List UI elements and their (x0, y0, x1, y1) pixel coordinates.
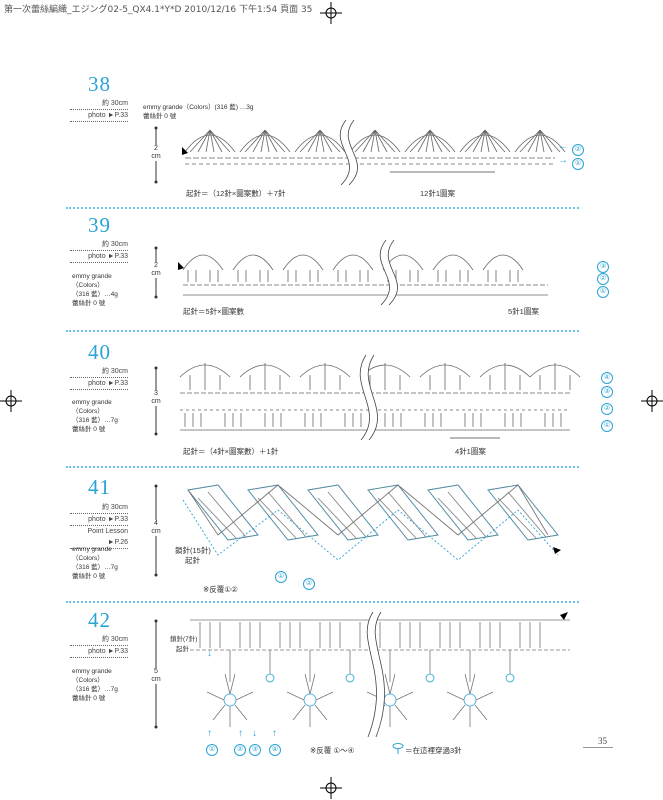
row-2-42: ② (234, 744, 246, 756)
arrow-down-icon: ↓ (207, 648, 212, 659)
divider (66, 601, 579, 603)
crochet-chart-40 (179, 355, 581, 440)
page-number-rule (583, 747, 613, 748)
crochet-chart-38 (182, 120, 566, 185)
repeat-40: 4針1圖案 (455, 447, 486, 456)
row-3-40: ③ (601, 386, 613, 398)
foundation-41: 鎖針(15針) (175, 546, 211, 555)
height-label-38: 2 cm (150, 145, 162, 161)
foundation-42: 鎖針(7針) (170, 636, 198, 643)
page-number: 35 (598, 736, 607, 746)
pattern-41-materials: emmy grande （Colors） （316 藍）…7g 蕾絲針 0 號 (72, 546, 118, 580)
crochet-chart-42 (190, 612, 570, 737)
divider (66, 330, 579, 332)
pattern-41-meta: 約 30cm photo ►P.33 Point Lesson ►P.26 (70, 502, 128, 549)
arrow-up-icon: ↑ (272, 728, 277, 739)
pattern-number-39: 39 (88, 213, 111, 237)
arrow-left-icon: ← (558, 141, 568, 152)
pattern-39-meta: 約 30cm photo ►P.33 (70, 239, 128, 263)
repeat-38: 12針1圖案 (420, 189, 456, 198)
photo-ref: photo ►P.33 (70, 110, 128, 122)
crochet-chart-39 (178, 240, 548, 305)
pattern-42-meta: 約 30cm photo ►P.33 (70, 634, 128, 658)
divider (66, 466, 579, 468)
height-label-41: 4 cm (150, 520, 162, 536)
row-2-41: ② (303, 578, 315, 590)
pattern-42-materials: emmy grande （Colors） （316 藍）…7g 蕾絲針 0 號 (72, 668, 118, 702)
registration-mark-top (320, 2, 342, 24)
pattern-38-materials: emmy grande（Colors）(316 藍) …3g 蕾絲針 0 號 (143, 104, 254, 120)
row-2-39: ② (597, 273, 609, 285)
height-label-42: 5 cm (150, 668, 162, 684)
foundation2-41: 起針 (185, 556, 200, 565)
pattern-38-meta: 約 30cm photo ►P.33 (70, 98, 128, 122)
pattern-number-41: 41 (88, 475, 111, 499)
pattern-number-38: 38 (88, 72, 111, 96)
row-1-39: ① (597, 286, 609, 298)
legend-42: ＝在這裡穿過3針 (405, 746, 462, 755)
arrow-right-icon: → (558, 155, 568, 166)
pattern-number-40: 40 (88, 340, 111, 364)
pattern-number-42: 42 (88, 608, 111, 632)
row-2-38: ② (572, 144, 584, 156)
height-label-39: 2 cm (150, 262, 162, 278)
note-42: ※反覆 ①～④ (310, 746, 355, 755)
height-label-40: 3 cm (150, 390, 162, 406)
print-slug: 第一次蕾絲編織_エジング02-5_QX4.1*Y*D 2010/12/16 下午… (4, 5, 313, 15)
pattern-40-meta: 約 30cm photo ►P.33 (70, 366, 128, 390)
row-1-40: ① (601, 420, 613, 432)
row-1-41: ① (275, 571, 287, 583)
note-41: ※反覆①② (203, 585, 238, 594)
pattern-40-materials: emmy grande （Colors） （316 藍）…7g 蕾絲針 0 號 (72, 399, 118, 433)
arrow-up-icon: ↑ (238, 728, 243, 739)
arrow-down-icon: ↓ (252, 728, 257, 739)
foundation-40: 起針＝（4針×圖案數）＋1針 (183, 447, 279, 456)
crochet-chart-41 (182, 484, 561, 561)
foundation-39: 起針＝5針×圖案數 (183, 307, 245, 316)
pattern-39-materials: emmy grande （Colors） （316 藍）…4g 蕾絲針 0 號 (72, 273, 118, 307)
row-1-38: ① (572, 158, 584, 170)
divider (66, 207, 579, 209)
row-1-42: ① (206, 744, 218, 756)
row-4-42: ④ (269, 744, 281, 756)
arrow-up-icon: ↑ (207, 728, 212, 739)
row-3-39: ③ (597, 261, 609, 273)
registration-mark-right (641, 390, 663, 412)
row-2-40: ② (601, 403, 613, 415)
row-4-40: ④ (601, 372, 613, 384)
row-3-42: ③ (249, 744, 261, 756)
registration-mark-bottom (320, 777, 342, 799)
repeat-39: 5針1圖案 (508, 307, 539, 316)
foundation2-42: 起針 (176, 646, 189, 653)
length: 約 30cm (70, 98, 128, 110)
registration-mark-left (0, 390, 22, 412)
pass-through-symbol-icon (392, 743, 404, 754)
foundation-38: 起針＝（12針×圖案數）＋7針 (186, 189, 286, 198)
